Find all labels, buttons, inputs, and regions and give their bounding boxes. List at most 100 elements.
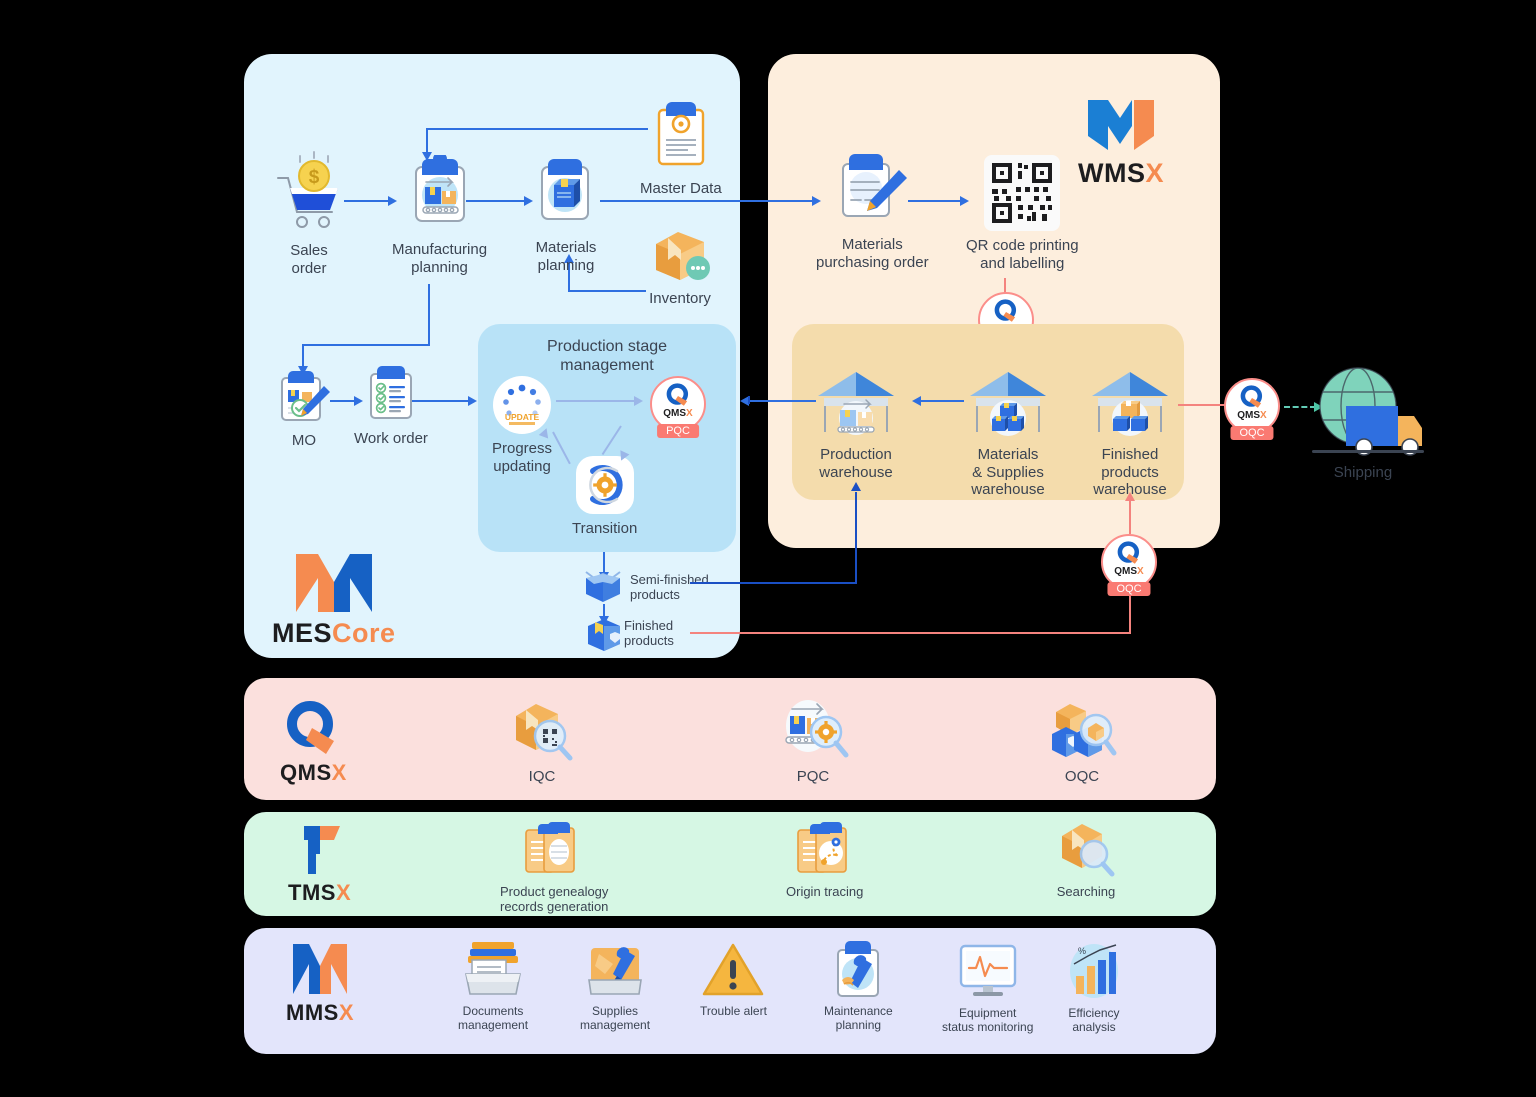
bar-chart-icon: %	[1070, 944, 1118, 998]
mmsx-item-documents: Documents management	[458, 940, 528, 1032]
connector-masterdata-horizontal	[426, 128, 648, 130]
mo-label: MO	[291, 432, 317, 449]
arrowhead	[422, 152, 432, 161]
wmsx-logo: WMSX	[1078, 96, 1164, 189]
warning-triangle-icon	[703, 943, 764, 996]
qmsx-oqc-shipping-wordmark: QMSX	[1237, 410, 1267, 421]
connector-workorder-to-psm	[410, 400, 468, 402]
node-work-order: Work order	[354, 362, 428, 448]
connector-oqc-to-shipping	[1284, 406, 1316, 408]
connector-to-mo-vertical	[302, 344, 304, 368]
mescore-wordmark: MESCore	[272, 618, 396, 648]
node-manufacturing-planning: Manufacturing planning	[392, 155, 487, 276]
connector-masterdata-vertical	[426, 128, 428, 154]
arrowhead	[740, 396, 749, 406]
qmsx-logo: QMSX	[280, 700, 347, 786]
wmsx-mark-icon	[1088, 100, 1154, 150]
node-sales-order: $ Sales order	[272, 150, 346, 277]
connector-purchasing-to-qr	[908, 200, 960, 202]
connector-psm-to-semifinished	[603, 552, 605, 576]
connector-manufacturing-down	[428, 284, 430, 346]
inventory-box-icon	[656, 232, 710, 280]
production-warehouse-label: Production warehouse	[819, 446, 893, 481]
production-stage-title: Production stage management	[546, 338, 668, 374]
arrowhead	[298, 366, 308, 375]
warehouse-production-icon	[818, 372, 894, 435]
finished-products-label: Finished products	[624, 618, 674, 649]
mmsx-item-label: Maintenance planning	[824, 1004, 893, 1033]
production-stage-management-panel	[478, 324, 736, 552]
connector-warehouse-to-psm	[748, 400, 816, 402]
inventory-label: Inventory	[649, 290, 711, 307]
qmsx-oqc-shipping-tag: OQC	[1230, 426, 1274, 440]
qmsx-wordmark: QMSX	[280, 760, 347, 785]
progress-updating-label: Progress updating	[492, 440, 553, 475]
arrowhead	[634, 396, 643, 406]
node-master-data: Master Data	[640, 98, 722, 198]
wmsx-wordmark: WMSX	[1078, 158, 1164, 188]
qmsx-oqc-shipping-badge: QMSX OQC	[1224, 378, 1280, 440]
box-magnifier-qr-icon	[516, 704, 573, 761]
svg-text:UPDATE: UPDATE	[505, 412, 540, 422]
arrowhead	[354, 396, 363, 406]
node-production-warehouse: Production warehouse	[816, 368, 896, 481]
arrowhead	[524, 196, 533, 206]
connector-dashed-stub	[748, 396, 750, 404]
tmsx-logo: TMSX	[288, 822, 351, 906]
connector-finished-warehouse-to-shipping-oqc	[1178, 404, 1230, 406]
mmsx-item-trouble-alert: Trouble alert	[700, 942, 767, 1018]
materials-clipboard-icon	[541, 159, 589, 220]
qmsx-item-pqc: PQC	[776, 696, 850, 786]
arrowhead	[851, 482, 861, 491]
arrowhead	[1314, 402, 1323, 412]
tmsx-item-origin-tracing: Origin tracing	[786, 820, 863, 899]
qmsx-pqc-wordmark: QMSX	[663, 408, 693, 419]
mmsx-item-efficiency: % Efficiency analysis	[1064, 942, 1124, 1034]
qmsx-oqc-warehouse-badge: QMSX OQC	[1101, 534, 1157, 596]
tmsx-item-genealogy: Product genealogy records generation	[500, 820, 608, 915]
node-qr-code-printing: QR code printing and labelling	[966, 155, 1079, 272]
finished-products-warehouse-label: Finished products warehouse	[1093, 446, 1167, 499]
qr-code-printing-label: QR code printing and labelling	[966, 237, 1079, 272]
connector-finished-route-h	[690, 632, 1130, 634]
arrowhead	[388, 196, 397, 206]
connector-sales-to-manufacturing	[344, 200, 388, 202]
connector-materials-to-production-warehouse	[920, 400, 964, 402]
mescore-logo: MESCore	[272, 548, 396, 649]
qmsx-q-icon	[1240, 385, 1263, 408]
connector-oqc-to-finished-warehouse	[1129, 500, 1131, 534]
svg-text:$: $	[309, 167, 320, 188]
svg-text:%: %	[1078, 946, 1086, 956]
arrowhead	[912, 396, 921, 406]
qmsx-q-icon	[1117, 541, 1140, 564]
qmsx-oqc-warehouse-tag: OQC	[1107, 582, 1151, 596]
mmsx-wordmark: MMSX	[286, 1000, 355, 1025]
node-transition: Transition	[572, 456, 637, 538]
mmsx-item-label: Supplies management	[580, 1004, 651, 1033]
node-shipping: Shipping	[1300, 362, 1426, 482]
connector-semifinished-route-h	[690, 582, 856, 584]
node-mo: MO	[276, 368, 332, 450]
node-materials-purchasing-order: Materials purchasing order	[816, 150, 929, 271]
tmsx-item-label: Searching	[1056, 884, 1116, 899]
node-materials-planning: Materials planning	[530, 155, 602, 274]
node-progress-updating: UPDATE Progress updating	[492, 376, 552, 475]
qmsx-item-iqc: IQC	[508, 700, 576, 786]
materials-supplies-warehouse-label: Materials & Supplies warehouse	[971, 446, 1045, 499]
manufacturing-planning-label: Manufacturing planning	[392, 241, 488, 276]
connector-materials-to-purchasing	[600, 200, 812, 202]
connector-qr-to-iqc	[1004, 278, 1006, 294]
arrowhead	[1125, 492, 1135, 501]
node-semi-finished-products	[578, 566, 628, 613]
node-finished-products-warehouse: Finished products warehouse	[1090, 368, 1170, 499]
document-tray-icon	[465, 942, 521, 995]
monitor-pulse-icon	[959, 944, 1016, 996]
qr-code-icon	[984, 155, 1061, 231]
materials-purchasing-order-label: Materials purchasing order	[816, 236, 929, 271]
sales-order-label: Sales order	[290, 242, 328, 277]
manufacturing-clipboard-icon	[414, 155, 465, 222]
open-box-icon	[585, 571, 621, 602]
node-finished-products	[584, 614, 624, 659]
connector-manufacturing-to-materials	[466, 200, 524, 202]
